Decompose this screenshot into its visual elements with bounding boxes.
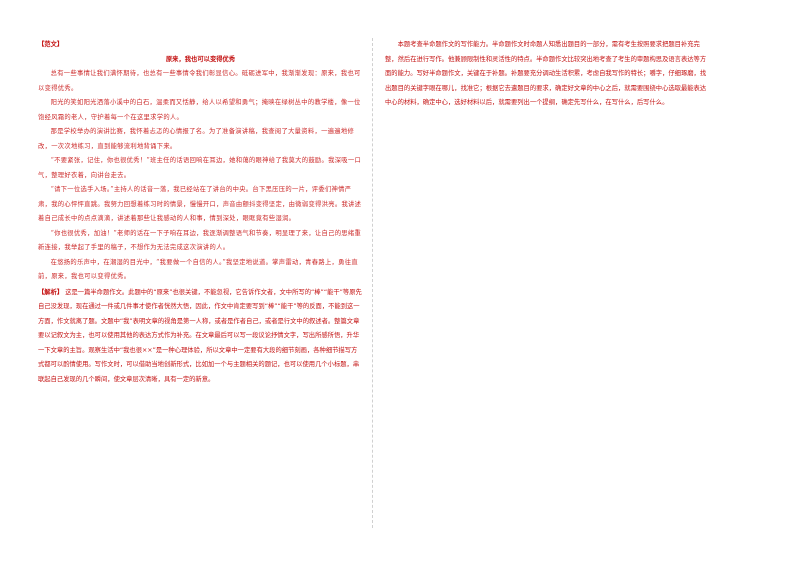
essay-body: 总有一些事情让我们满怀期待，也总有一些事情令我们彰显信心。砥砺进军中，我渐渐发现…	[38, 67, 363, 285]
essay-paragraph: “请下一位选手入场。”主持人的话音一落，我已经站在了讲台的中央。台下黑压压的一片…	[38, 186, 362, 222]
column-divider	[372, 38, 373, 528]
right-column: 本题考查半命题作文的写作能力。半命题作文时命题人知悉出题目的一部分，需有考生按照…	[385, 38, 710, 111]
sample-tag: 【范文】	[38, 41, 64, 48]
essay-paragraph: “不要紧张，记住，你也很优秀！”班主任的话语回响在耳边，她和蔼的眼神给了我莫大的…	[38, 157, 362, 179]
essay-paragraph: 阳光的笑如阳光洒落小溪中的白石，温柔而又恬静，给人以希望和勇气；掩映在绿树丛中的…	[38, 99, 361, 121]
essay-paragraph: “你也很优秀，加油！”老师的话在一下子响在耳边，我逐渐调整语气和节奏，明显理了来…	[38, 229, 362, 252]
analysis-text: 这是一篇半命题作文。此题中的“原来”也很关键，不能忽视，它告诉作文者，文中所写的…	[38, 288, 362, 383]
analysis-block: 【解析】这是一篇半命题作文。此题中的“原来”也很关键，不能忽视，它告诉作文者，文…	[38, 286, 363, 388]
left-column: 【范文】 原来，我也可以变得优秀 总有一些事情让我们满怀期待，也总有一些事情令我…	[38, 38, 363, 387]
analysis-paragraph: 【解析】这是一篇半命题作文。此题中的“原来”也很关键，不能忽视，它告诉作文者，文…	[38, 286, 363, 388]
essay-title: 原来，我也可以变得优秀	[165, 55, 236, 63]
essay-paragraph: 在悠扬的乐声中，在潮湿的目光中，“我要做一个自信的人。”我坚定地说道。掌声雷动，…	[38, 258, 358, 281]
right-paragraph: 本题考查半命题作文的写作能力。半命题作文时命题人知悉出题目的一部分，需有考生按照…	[385, 41, 707, 106]
essay-paragraph: 总有一些事情让我们满怀期待，也总有一些事情令我们彰显信心。砥砺进军中，我渐渐发现…	[38, 70, 361, 92]
essay-paragraph: 那是学校举办的演讲比赛，我怀着忐忑的心情报了名。为了准备演讲稿，我查阅了大量资料…	[38, 128, 355, 150]
analysis-tag: 【解析】	[38, 288, 64, 296]
